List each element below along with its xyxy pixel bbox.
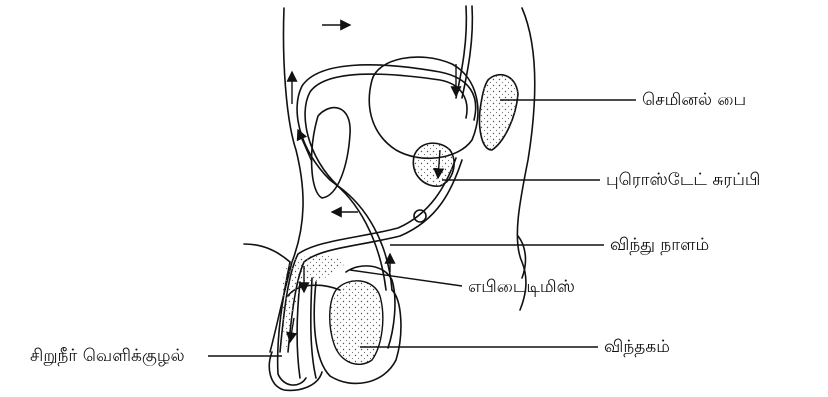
- label-epididymis: எபிடைடிமிஸ்: [468, 279, 575, 296]
- arrow-up-diag: [298, 130, 312, 162]
- label-urethra: சிறுநீர் வெளிக்குழல்: [30, 348, 185, 365]
- pubic-bone: [312, 108, 351, 198]
- label-prostate-gland: புரொஸ்டேட் சுரப்பி: [606, 172, 760, 189]
- body-outline-right: [517, 8, 534, 310]
- label-seminal-vesicle: செமினல் பை: [642, 92, 746, 109]
- label-testis: விந்தகம்: [604, 339, 670, 356]
- label-vas-deferens: விந்து நாளம்: [610, 237, 709, 254]
